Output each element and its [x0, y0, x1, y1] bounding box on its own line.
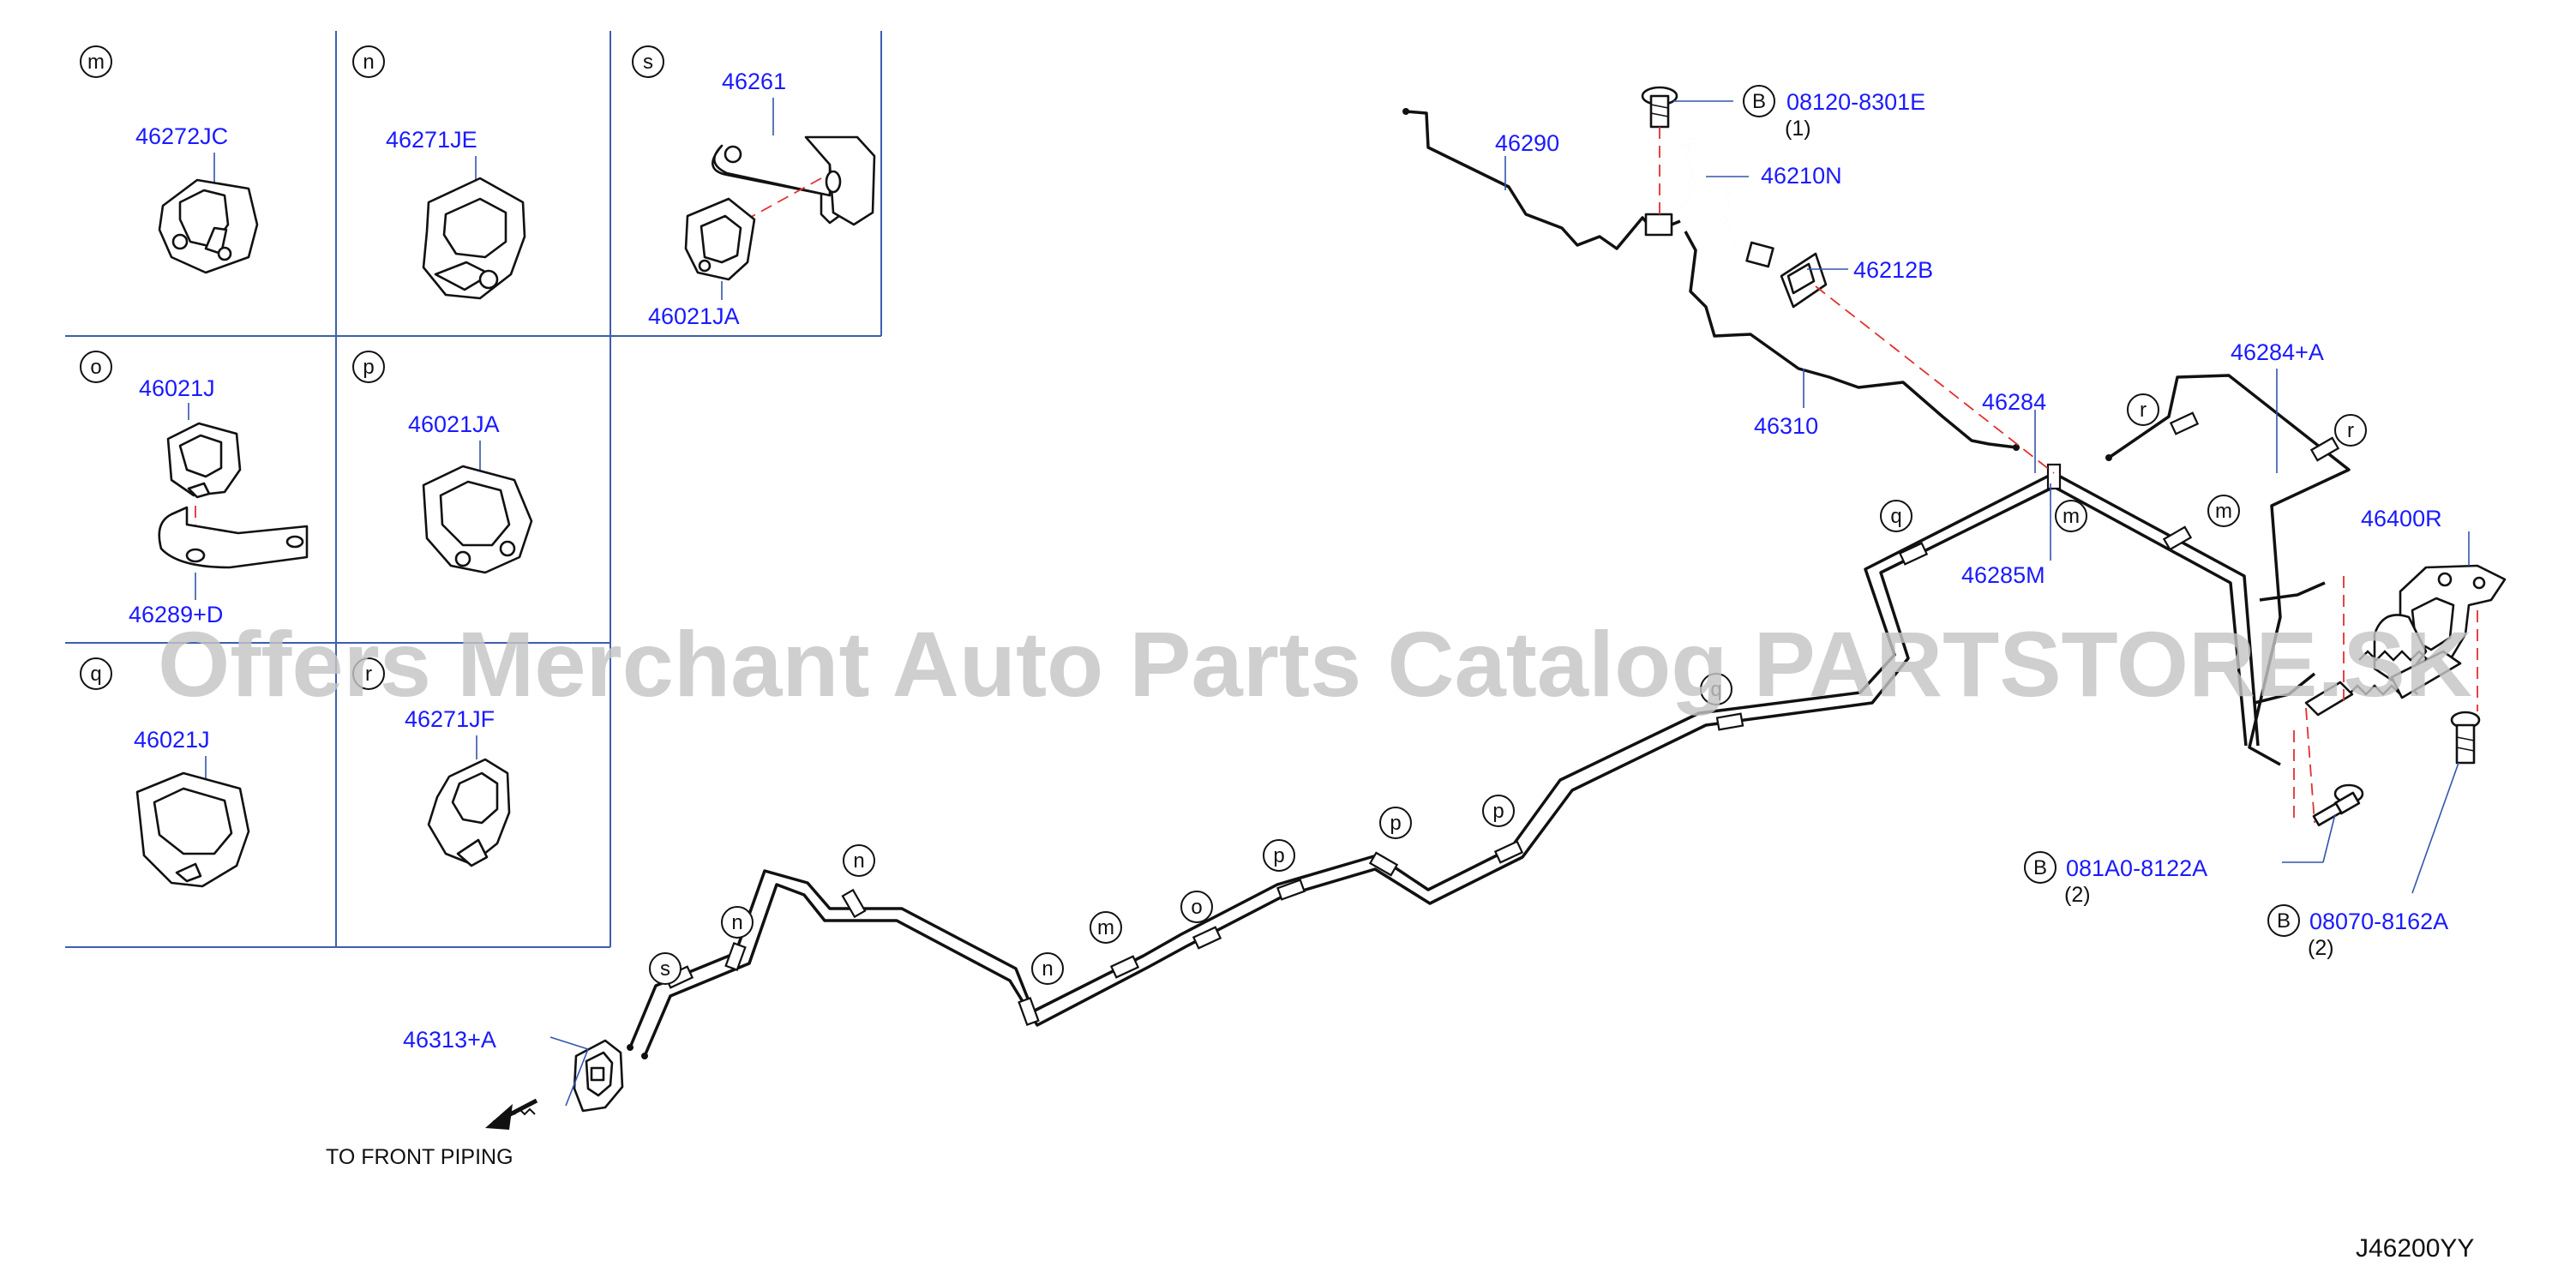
- detail-cell-q: q 46021J: [80, 657, 250, 888]
- clip-46271JF-icon: [427, 758, 511, 867]
- detail-cell-n: n 46271JE: [352, 45, 526, 300]
- callout-letter-q-detail: q: [90, 663, 101, 686]
- callout-circle-q-detail: [80, 657, 112, 690]
- upper-brake-lines: [1402, 86, 2055, 474]
- part-number-46021JA-s[interactable]: 46021JA: [648, 303, 740, 329]
- detail-cell-o: o 46021J 46289+D: [80, 351, 309, 627]
- part-number-46021JA-p[interactable]: 46021JA: [408, 411, 500, 437]
- detail-cell-p: p 46021JA: [352, 351, 533, 574]
- qty-08070: (2): [2308, 936, 2334, 960]
- bolt-081A0-icon: [2312, 783, 2364, 826]
- bracket-46261-icon: [712, 135, 876, 226]
- part-number-46313A[interactable]: 46313+A: [403, 1027, 496, 1053]
- part-number-46284A[interactable]: 46284+A: [2231, 339, 2324, 365]
- part-number-46021J-o[interactable]: 46021J: [139, 375, 215, 401]
- bolt-08120-icon: [1641, 86, 1678, 129]
- callout-letter-o-detail: o: [90, 356, 101, 379]
- callout-circle-m: [80, 45, 112, 78]
- callout-letter-p-detail: p: [363, 356, 374, 379]
- valve-46400R-icon: [2304, 564, 2507, 717]
- callout-n-3: n: [1042, 957, 1053, 981]
- clip-46272JC-icon: [158, 178, 259, 274]
- part-labels: 46290 08120-8301E (1) 46210N 46212B 4631…: [326, 89, 2474, 1263]
- main-callouts: s n n n m o p p p q q m m r r B B B: [649, 85, 2367, 985]
- callout-o: o: [1191, 896, 1202, 919]
- clip-46021J-q-icon: [135, 771, 250, 888]
- callout-q-2: q: [1890, 505, 1901, 528]
- callout-s: s: [660, 957, 670, 981]
- clip-46271JE-icon: [422, 177, 526, 300]
- callout-r-2: r: [2347, 419, 2354, 442]
- callout-letter-n-detail: n: [363, 51, 374, 74]
- part-number-46210N[interactable]: 46210N: [1761, 163, 1842, 189]
- part-number-08070-8162A[interactable]: 08070-8162A: [2309, 909, 2448, 934]
- callout-q-1: q: [1710, 678, 1721, 701]
- connector-46313A-icon: [485, 1039, 624, 1130]
- callout-circle-o-detail: [80, 351, 112, 383]
- callout-letter-m: m: [87, 51, 105, 74]
- clip-46021J-o-icon: [166, 422, 242, 499]
- callout-m-3: m: [2215, 500, 2232, 523]
- part-number-46284[interactable]: 46284: [1982, 389, 2046, 415]
- part-number-46285M[interactable]: 46285M: [1961, 562, 2045, 588]
- callout-b-3: B: [2277, 909, 2291, 933]
- detail-cell-s: s 46261 46021JA: [632, 45, 876, 329]
- main-brake-line: [627, 463, 2260, 1059]
- part-number-46290[interactable]: 46290: [1495, 130, 1559, 156]
- callout-circle-n-detail: [352, 45, 385, 78]
- part-number-46310[interactable]: 46310: [1754, 413, 1818, 439]
- callout-letter-r-detail: r: [365, 663, 372, 686]
- part-number-46021J-q[interactable]: 46021J: [134, 727, 210, 753]
- part-number-46271JE[interactable]: 46271JE: [386, 127, 477, 153]
- detail-grid: [65, 31, 882, 948]
- to-front-piping-label: TO FRONT PIPING: [326, 1145, 513, 1169]
- part-number-081A0-8122A[interactable]: 081A0-8122A: [2066, 855, 2207, 881]
- part-number-46271JF[interactable]: 46271JF: [405, 706, 495, 732]
- detail-cell-r: r 46271JF: [352, 657, 511, 867]
- callout-p-1: p: [1273, 844, 1284, 867]
- part-number-46212B[interactable]: 46212B: [1853, 257, 1933, 283]
- callout-m-2: m: [2063, 505, 2080, 528]
- callout-b-1: B: [1752, 90, 1766, 113]
- detail-cell-m: m 46272JC: [80, 45, 259, 274]
- callout-r-1: r: [2140, 399, 2147, 422]
- callout-p-2: p: [1390, 812, 1401, 835]
- callout-circle-s-detail: [632, 45, 664, 78]
- leader-lines: [549, 100, 2470, 1107]
- clip-46021JA-s-icon: [684, 197, 756, 281]
- bolt-08070-icon: [2450, 711, 2481, 765]
- qty-081A0: (2): [2064, 883, 2091, 907]
- part-number-46289D[interactable]: 46289+D: [129, 602, 223, 627]
- watermark-text: Offers Merchant Auto Parts Catalog PARTS…: [158, 612, 2472, 716]
- callout-n-2: n: [853, 849, 864, 873]
- callout-p-3: p: [1492, 800, 1504, 823]
- rear-right-lines: [2105, 374, 2507, 826]
- part-number-46261[interactable]: 46261: [722, 69, 786, 94]
- callout-m-1: m: [1097, 916, 1114, 939]
- part-number-46400R[interactable]: 46400R: [2361, 506, 2442, 531]
- diagram-code: J46200YY: [2356, 1234, 2474, 1263]
- clip-46021JA-p-icon: [422, 465, 533, 574]
- callout-circle-p-detail: [352, 351, 385, 383]
- bracket-46289D-icon: [158, 506, 309, 569]
- part-number-08120-8301E[interactable]: 08120-8301E: [1786, 89, 1925, 115]
- callout-letter-s-detail: s: [643, 51, 653, 74]
- callout-n-1: n: [731, 911, 742, 934]
- callout-b-2: B: [2033, 856, 2047, 879]
- part-number-46272JC[interactable]: 46272JC: [135, 123, 228, 149]
- qty-08120: (1): [1785, 117, 1811, 141]
- callout-circle-r-detail: [352, 657, 385, 690]
